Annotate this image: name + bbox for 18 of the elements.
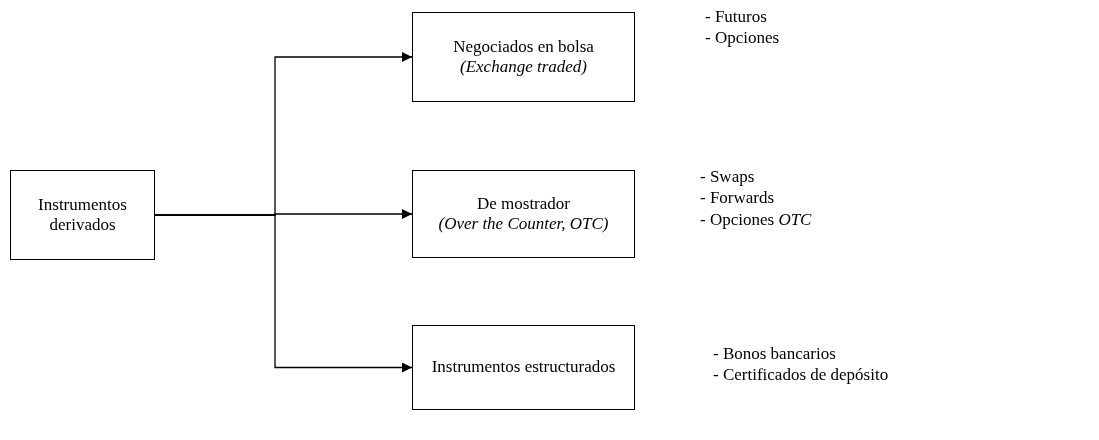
list-item: - Opciones: [705, 27, 780, 49]
box-label: Instrumentos derivados: [37, 194, 128, 236]
list-item: - Swaps: [700, 166, 756, 188]
box-label: De mostrador: [477, 193, 570, 214]
box-subtitle: (Exchange traded): [460, 57, 587, 78]
category-box: [412, 325, 635, 410]
list-item: - Forwards: [700, 187, 776, 209]
category-box: [10, 170, 155, 260]
category-box: [412, 170, 635, 258]
list-item: - Opciones OTC: [700, 208, 812, 230]
box-label: Negociados en bolsa: [453, 36, 594, 57]
box-label: Instrumentos estructurados: [431, 357, 616, 378]
category-box: [412, 12, 635, 102]
list-item: - Bonos bancarios: [713, 343, 837, 365]
box-subtitle: (Over the Counter, OTC): [438, 214, 609, 235]
list-item: - Certificados de depósito: [713, 364, 889, 386]
connector-arrow: [154, 214, 413, 373]
list-item: - Futuros: [705, 6, 768, 28]
